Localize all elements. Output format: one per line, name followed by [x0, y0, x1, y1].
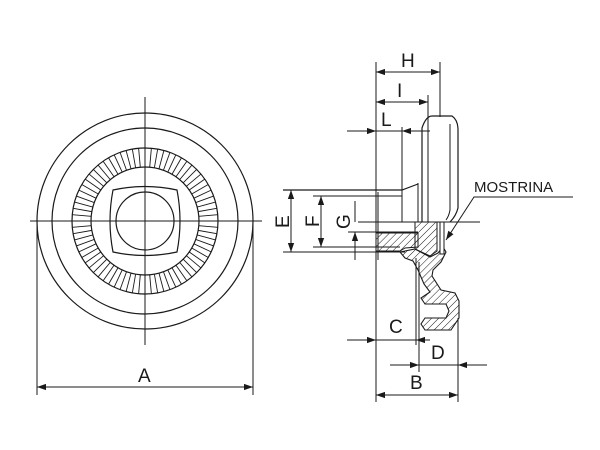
knurl-tooth	[191, 247, 209, 258]
hub-block-section	[414, 221, 438, 257]
knurl-tooth	[76, 195, 95, 203]
mostrina-leader-arrow	[445, 196, 573, 241]
knurl-tooth	[72, 225, 92, 228]
knurl-tooth	[81, 247, 99, 258]
knurl-tooth	[84, 251, 102, 264]
knurl-tooth	[97, 262, 111, 278]
knurl-tooth	[131, 274, 137, 293]
rounded-square-insert	[109, 185, 181, 257]
knurl-tooth	[182, 169, 197, 184]
knurl-tooth	[76, 239, 95, 247]
knurl-tooth	[179, 262, 193, 278]
knurl-tooth	[97, 164, 111, 180]
knurl-tooth	[73, 207, 92, 213]
knurl-tooth	[195, 239, 214, 247]
knurl-tooth	[171, 157, 182, 175]
knurl-tooth	[182, 258, 197, 273]
knurl-tooth	[74, 234, 93, 241]
knurl-tooth	[153, 149, 159, 168]
knurl-tooth	[88, 173, 104, 187]
rim-outline	[421, 115, 459, 223]
knurl-tooth	[119, 152, 127, 171]
knurl-tooth	[171, 267, 182, 285]
rim-inner-line	[445, 124, 451, 221]
knurl-tooth	[188, 251, 206, 264]
knurl-tooth	[193, 189, 212, 199]
knurl-tooth	[167, 269, 177, 288]
dim-label-h: H	[401, 51, 415, 72]
side-view: H I L E F G C D B MOSTRINA	[273, 51, 573, 402]
knurl-tooth	[102, 160, 115, 178]
knurl-tooth	[175, 160, 188, 178]
knurl-tooth	[113, 154, 123, 173]
knurl-tooth	[93, 258, 108, 273]
knurl-tooth	[197, 201, 216, 208]
dim-label-b: B	[410, 373, 423, 394]
knurl-tooth	[188, 178, 206, 191]
dim-label-l: L	[381, 110, 392, 131]
knurl-tooth	[102, 264, 115, 282]
knurl-teeth	[72, 148, 218, 294]
knurl-tooth	[131, 149, 137, 168]
knurl-tooth	[167, 154, 177, 173]
dim-label-e: E	[273, 215, 294, 228]
wheel-spoke-section	[398, 246, 460, 331]
knurl-tooth	[73, 229, 92, 235]
knurl-tooth	[125, 273, 132, 292]
knurl-tooth	[74, 201, 93, 208]
dim-label-c: C	[389, 317, 403, 338]
knurl-tooth	[158, 273, 165, 292]
hub-insert-section	[375, 232, 419, 252]
knurl-tooth	[198, 207, 217, 213]
knurl-tooth	[84, 178, 102, 191]
bore-circle	[115, 191, 175, 251]
knurl-tooth	[149, 148, 152, 168]
knurl-tooth	[149, 274, 152, 294]
dim-label-d: D	[431, 343, 445, 364]
dim-label-f: F	[303, 215, 324, 227]
knurl-tooth	[179, 164, 193, 180]
knurl-tooth	[113, 269, 123, 288]
knurl-tooth	[191, 184, 209, 195]
knurl-tooth	[138, 274, 141, 294]
knurl-tooth	[193, 243, 212, 253]
knurl-tooth	[81, 184, 99, 195]
knurl-tooth	[93, 169, 108, 184]
knurl-tooth	[108, 267, 119, 285]
knurl-tooth	[158, 150, 165, 169]
dim-label-g: G	[334, 214, 355, 229]
knurl-tooth	[186, 255, 202, 269]
knurl-tooth	[198, 214, 218, 217]
knurl-tooth	[78, 243, 97, 253]
mostrina-insert	[439, 221, 445, 255]
knurl-tooth	[108, 157, 119, 175]
knurl-tooth	[125, 150, 132, 169]
knurl-tooth	[186, 173, 202, 187]
knurl-tooth	[119, 271, 127, 290]
front-view: A	[30, 97, 262, 395]
knurl-tooth	[88, 255, 104, 269]
knurl-tooth	[198, 229, 217, 235]
knurl-tooth	[163, 152, 171, 171]
inner-rim-circle	[51, 127, 239, 315]
knurl-tooth	[197, 234, 216, 241]
dim-label-a: A	[138, 366, 151, 387]
knurl-tooth	[198, 225, 218, 228]
knurl-tooth	[138, 148, 141, 168]
knurl-tooth	[153, 274, 159, 293]
knurl-tooth	[72, 214, 92, 217]
knurl-tooth	[195, 195, 214, 203]
knurl-tooth	[163, 271, 171, 290]
dim-label-i: I	[397, 81, 402, 102]
hub-top-line	[283, 183, 419, 191]
mostrina-callout-label: MOSTRINA	[474, 179, 553, 196]
knurl-tooth	[78, 189, 97, 199]
knurl-tooth	[175, 264, 188, 282]
